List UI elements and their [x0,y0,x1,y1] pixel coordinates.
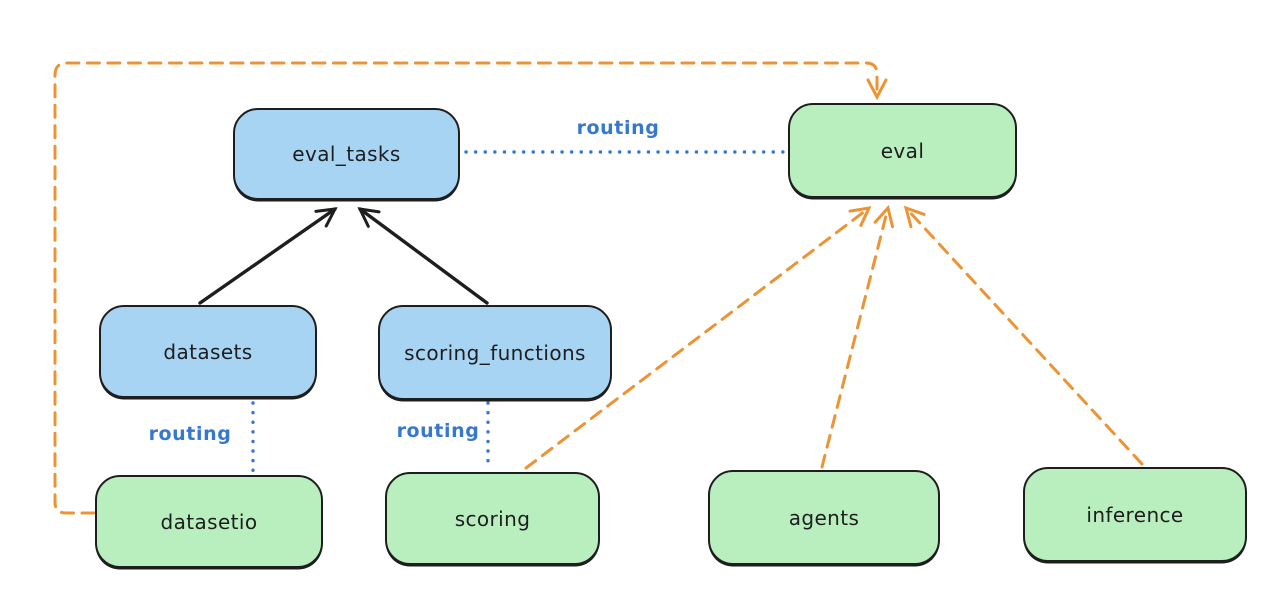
edge-datasets-to-eval-tasks [198,207,338,305]
node-inference-label: inference [1086,502,1184,527]
edge-datasetio-to-eval [53,61,888,515]
node-agents-label: agents [788,505,860,530]
node-scoring-label: scoring [454,506,531,531]
edge-label-routing-scoring-functions-scoring: routing [396,420,480,442]
edge-label-routing-eval-tasks-eval: routing [576,117,660,139]
node-datasets: datasets [99,305,317,398]
node-eval-tasks: eval_tasks [233,108,460,200]
edge-scoring-functions-to-eval-tasks [357,207,489,305]
node-scoring: scoring [385,472,600,565]
node-datasetio-label: datasetio [160,509,258,534]
edge-label-routing-datasets-datasetio: routing [148,423,232,445]
node-eval-tasks-label: eval_tasks [292,142,401,166]
node-datasetio: datasetio [95,475,323,568]
node-scoring-functions: scoring_functions [378,305,612,400]
edge-agents-to-eval [820,204,895,469]
node-agents: agents [708,470,940,565]
edge-inference-to-eval [903,205,1144,466]
node-datasets-label: datasets [163,339,253,364]
node-scoring-functions-label: scoring_functions [404,340,586,365]
node-eval: eval [788,103,1017,198]
node-eval-label: eval [880,138,925,163]
node-inference: inference [1023,467,1247,562]
edge-scoring-to-eval [524,206,872,470]
